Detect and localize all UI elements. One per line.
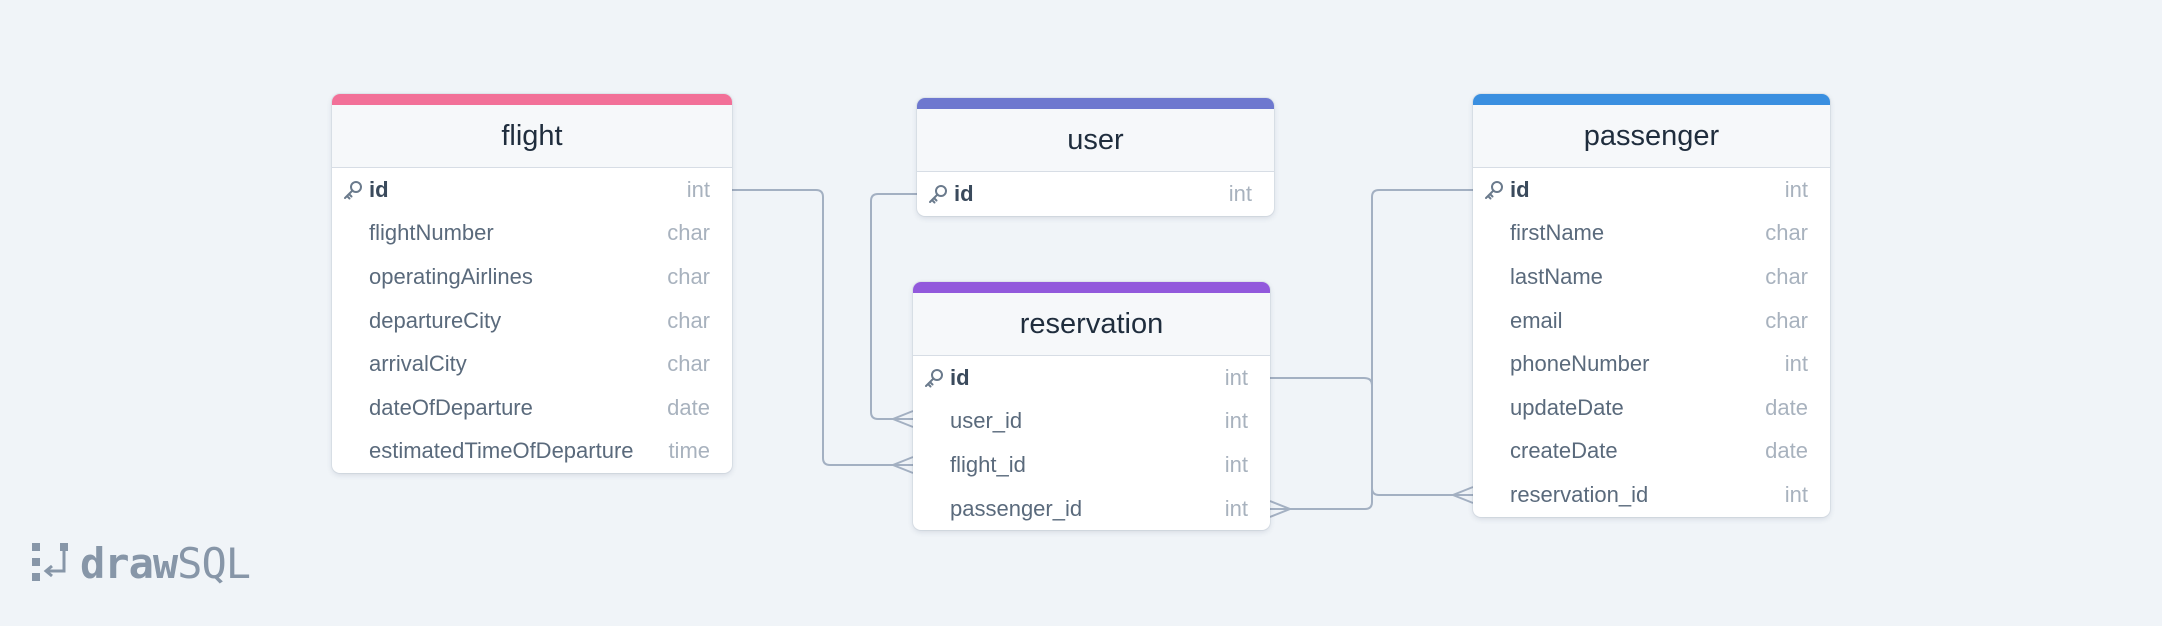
column-row-flight-id[interactable]: flight_id int: [913, 443, 1270, 487]
column-name: operatingAirlines: [369, 263, 533, 289]
crows-foot-many-icon: [1450, 486, 1474, 504]
column-type: int: [1224, 408, 1248, 434]
table-title: reservation: [913, 293, 1270, 356]
column-name: lastName: [1510, 263, 1603, 289]
relationship-line[interactable]: [870, 193, 917, 420]
table-title: user: [917, 109, 1274, 172]
column-row-id[interactable]: id int: [917, 172, 1274, 216]
column-name: id: [950, 364, 970, 390]
column-row-dateofdeparture[interactable]: dateOfDeparture date: [332, 386, 732, 430]
column-row-reservation-id[interactable]: reservation_id int: [1473, 473, 1830, 517]
table-passenger[interactable]: passenger id int firstName char lastName char…: [1473, 94, 1830, 517]
column-type: date: [667, 394, 710, 420]
table-accent-bar: [917, 98, 1274, 109]
table-accent-bar: [1473, 94, 1830, 105]
table-title: flight: [332, 105, 732, 168]
column-name: updateDate: [1510, 394, 1624, 420]
table-title: passenger: [1473, 105, 1830, 168]
column-row-phonenumber[interactable]: phoneNumber int: [1473, 342, 1830, 386]
column-row-arrivalcity[interactable]: arrivalCity char: [332, 342, 732, 386]
crows-foot-many-icon: [890, 410, 914, 428]
column-row-flightnumber[interactable]: flightNumber char: [332, 212, 732, 256]
column-name: email: [1510, 307, 1563, 333]
table-accent-bar: [913, 282, 1270, 293]
column-type: int: [1224, 495, 1248, 521]
column-name: estimatedTimeOfDeparture: [369, 438, 634, 464]
crows-foot-many-icon: [1269, 500, 1293, 518]
column-type: int: [1228, 180, 1252, 206]
column-type: int: [686, 176, 710, 202]
relationship-line[interactable]: [1270, 189, 1473, 510]
column-type: date: [1765, 394, 1808, 420]
column-type: time: [668, 438, 710, 464]
column-name: phoneNumber: [1510, 351, 1650, 377]
column-row-createdate[interactable]: createDate date: [1473, 430, 1830, 474]
crows-foot-many-icon: [890, 456, 914, 474]
column-type: int: [1224, 364, 1248, 390]
column-name: departureCity: [369, 307, 502, 333]
primary-key-icon: [927, 183, 949, 205]
logo-text-sql: SQL: [177, 538, 251, 588]
column-type: char: [667, 351, 710, 377]
column-name: flight_id: [950, 451, 1026, 477]
table-columns: id int firstName char lastName char email char p…: [1473, 168, 1830, 517]
column-name: user_id: [950, 408, 1023, 434]
column-name: arrivalCity: [369, 351, 467, 377]
column-type: int: [1784, 351, 1808, 377]
column-type: date: [1765, 438, 1808, 464]
column-row-departurecity[interactable]: departureCity char: [332, 299, 732, 343]
table-columns: id int flightNumber char operatingAirlines ch…: [332, 168, 732, 473]
column-row-id[interactable]: id int: [913, 356, 1270, 400]
column-row-lastname[interactable]: lastName char: [1473, 255, 1830, 299]
primary-key-icon: [1483, 179, 1505, 201]
column-row-email[interactable]: email char: [1473, 299, 1830, 343]
relationship-line[interactable]: [1270, 377, 1473, 496]
column-row-updatedate[interactable]: updateDate date: [1473, 386, 1830, 430]
column-type: char: [667, 263, 710, 289]
column-type: int: [1784, 481, 1808, 507]
drawsql-logo-icon: [32, 543, 68, 581]
column-row-passenger-id[interactable]: passenger_id int: [913, 487, 1270, 531]
primary-key-icon: [923, 367, 945, 389]
table-user[interactable]: user id int: [917, 98, 1274, 216]
column-type: char: [1765, 307, 1808, 333]
column-row-estimatedtimeofdeparture[interactable]: estimatedTimeOfDeparture time: [332, 430, 732, 474]
column-type: char: [1765, 263, 1808, 289]
column-type: char: [667, 307, 710, 333]
column-name: reservation_id: [1510, 481, 1649, 507]
table-accent-bar: [332, 94, 732, 105]
column-type: int: [1224, 451, 1248, 477]
column-type: int: [1784, 176, 1808, 202]
column-row-operatingairlines[interactable]: operatingAirlines char: [332, 255, 732, 299]
column-name: createDate: [1510, 438, 1618, 464]
column-row-user-id[interactable]: user_id int: [913, 400, 1270, 444]
primary-key-icon: [342, 179, 364, 201]
column-type: char: [1765, 220, 1808, 246]
logo-text-draw: draw: [80, 538, 178, 588]
column-name: flightNumber: [369, 220, 494, 246]
column-name: dateOfDeparture: [369, 394, 533, 420]
relationship-line[interactable]: [732, 189, 913, 466]
column-row-id[interactable]: id int: [332, 168, 732, 212]
column-row-id[interactable]: id int: [1473, 168, 1830, 212]
column-name: id: [369, 176, 389, 202]
column-type: char: [667, 220, 710, 246]
column-name: firstName: [1510, 220, 1605, 246]
table-columns: id int: [917, 172, 1274, 216]
column-row-firstname[interactable]: firstName char: [1473, 212, 1830, 256]
column-name: id: [954, 180, 974, 206]
column-name: passenger_id: [950, 495, 1083, 521]
column-name: id: [1510, 176, 1530, 202]
